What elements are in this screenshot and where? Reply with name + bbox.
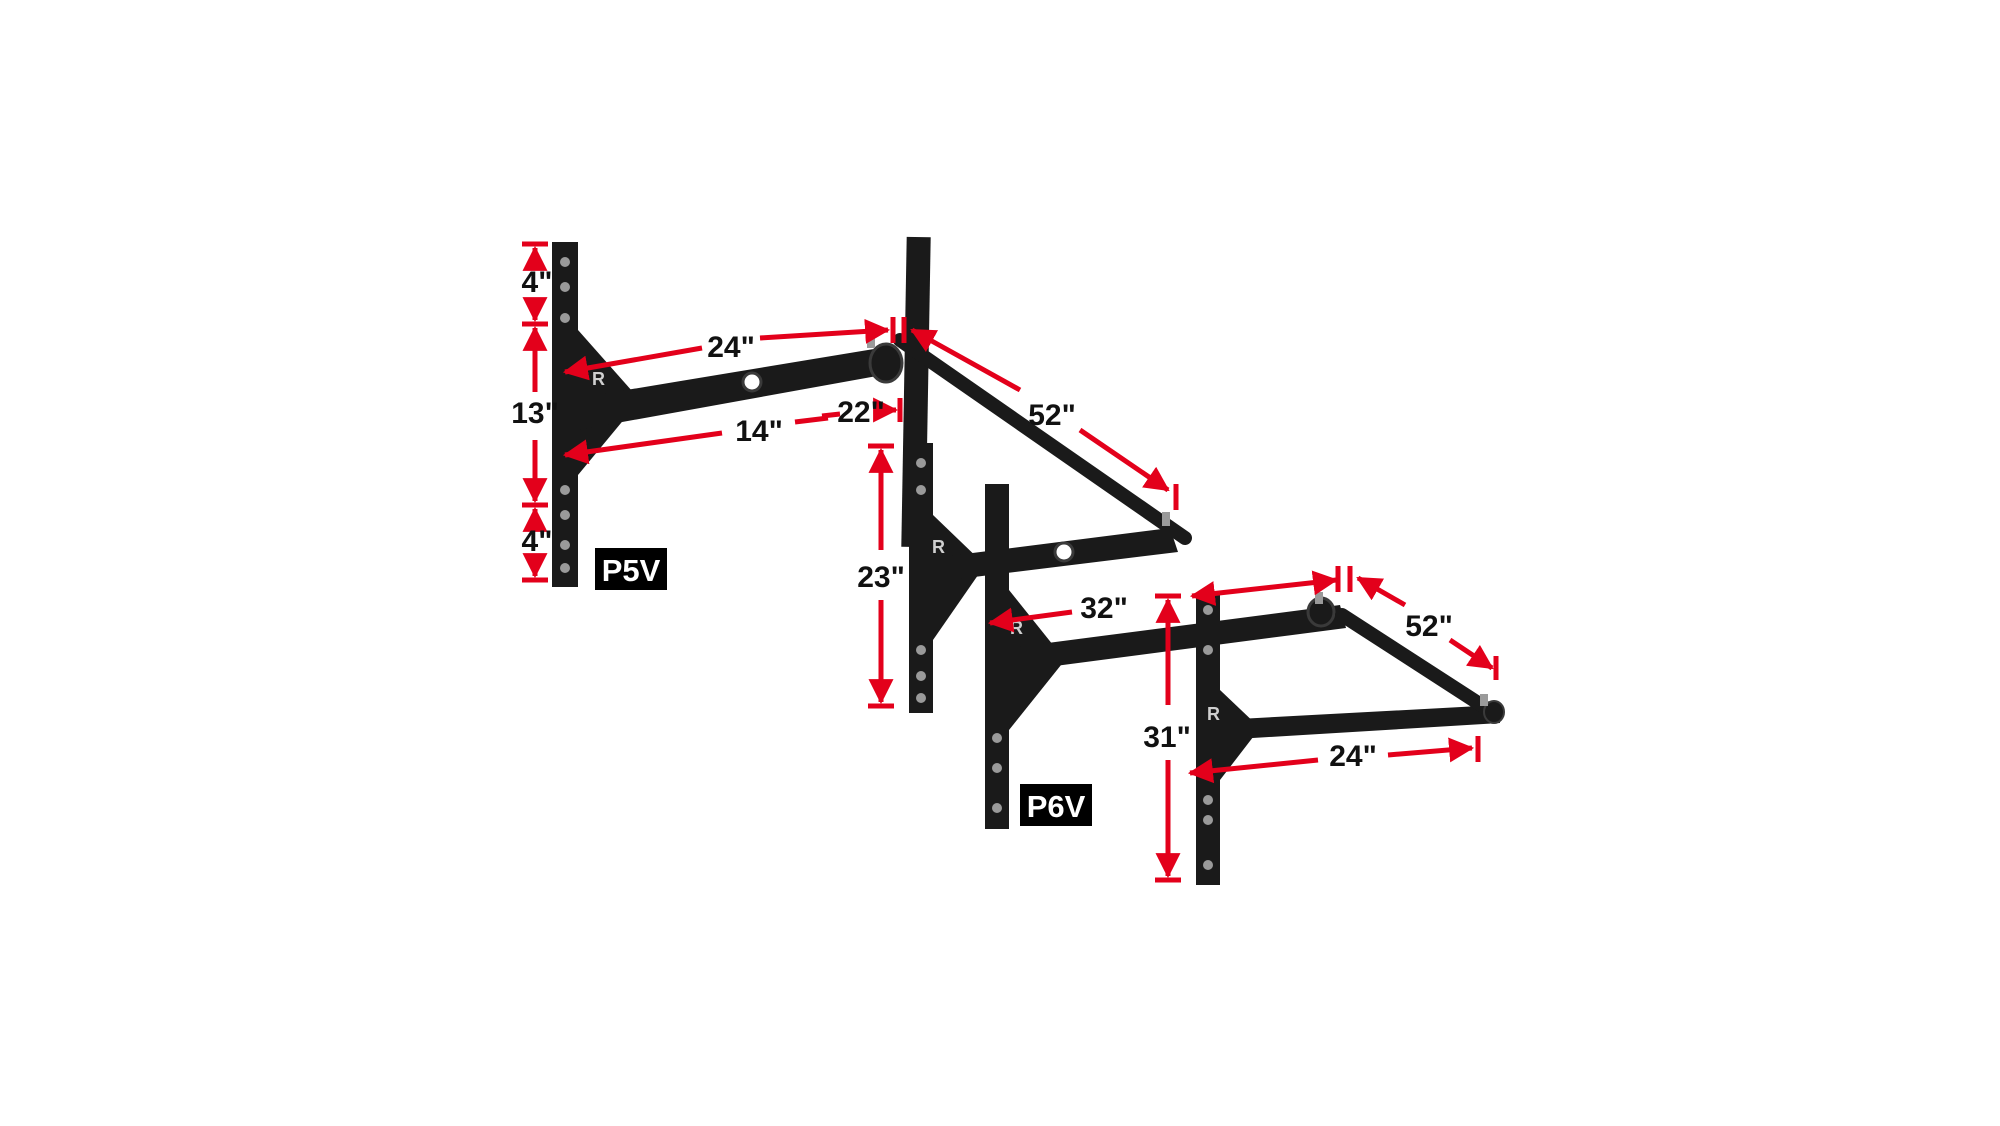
- p5v-badge-bg: [595, 548, 667, 590]
- p6v-badge-bg: [1020, 784, 1092, 826]
- p6v-bar-end-cap: [1483, 700, 1505, 724]
- p6v-far-arm: [1220, 705, 1500, 740]
- p6v-bar-end-bolt: [1480, 694, 1488, 706]
- p6v-upper-arm-hole: [1053, 541, 1075, 563]
- p6v-bolts: [916, 458, 1213, 870]
- p6v-dim-drop-height: 31": [1143, 721, 1191, 754]
- p6v-dim-mount-height: 23": [857, 561, 905, 594]
- p6v-badge: P6V: [1027, 789, 1086, 824]
- p5v-badge: P5V: [602, 553, 661, 588]
- p6v-logo-far: R: [1207, 704, 1220, 724]
- p5v-pullup-bar: [893, 333, 1192, 545]
- p5v-end-bolt: [867, 334, 875, 348]
- p5v-dim-bottom-offset: 4": [522, 525, 553, 558]
- p5v-dimension-labels: 4" 13" 4" 24" 14" 22" 52": [511, 266, 1076, 558]
- p5v-dim-arm-top: 24": [707, 331, 755, 364]
- p5v-dim-arm-drop: 22": [837, 396, 885, 429]
- p6v-arm: [1009, 605, 1346, 672]
- p6v-wall-plate: [985, 484, 1009, 829]
- p6v-rig: R R R P6V: [909, 443, 1505, 885]
- p5v-dimensions: [522, 241, 1179, 583]
- p5v-logo: R: [592, 369, 605, 389]
- p6v-upper-end-bolt: [1162, 512, 1170, 526]
- p5v-arm-hole: [741, 371, 763, 393]
- p6v-dimensions: [868, 443, 1499, 883]
- p5v-bolts: [560, 257, 570, 573]
- p6v-dim-arm-bottom: 24": [1329, 740, 1377, 773]
- p5v-rig: R P5V: [552, 236, 1192, 590]
- p5v-dim-bar-width: 52": [1028, 399, 1076, 432]
- p6v-pullup-bar: [1335, 608, 1499, 719]
- p6v-dim-bar-width: 52": [1405, 610, 1453, 643]
- p6v-arm-end-bolt: [1315, 592, 1323, 604]
- p5v-dim-arm-bottom: 14": [735, 415, 783, 448]
- p5v-bar-end-cap: [868, 342, 904, 384]
- p5v-dim-top-offset: 4": [522, 266, 553, 299]
- p5v-wall-plate: [552, 242, 578, 587]
- p5v-arm: [578, 348, 888, 430]
- p6v-dim-arm-top: 32": [1080, 592, 1128, 625]
- p6v-dimension-labels: 23" 32" 52" 31" 24": [857, 561, 1453, 773]
- p6v-logo-upper: R: [932, 537, 945, 557]
- p5v-dim-bracket-height: 13": [511, 397, 559, 430]
- p6v-far-wall-plate: [1196, 595, 1220, 885]
